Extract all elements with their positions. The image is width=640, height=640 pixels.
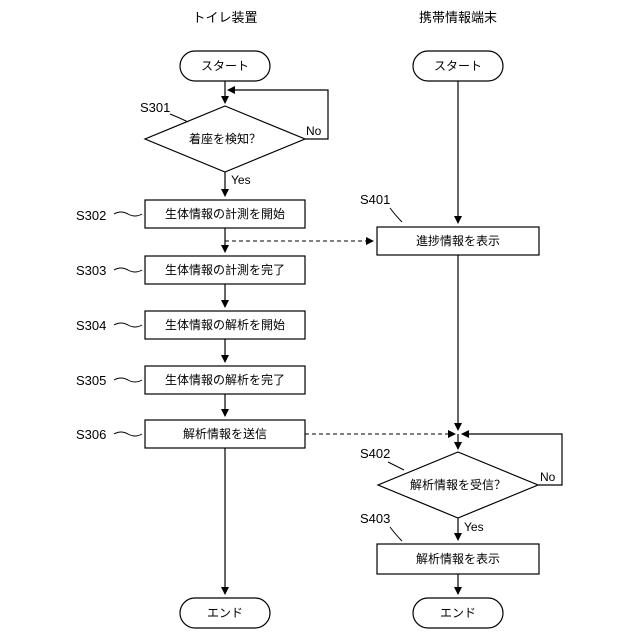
s401-label: S401 <box>360 192 390 207</box>
s306-leader <box>114 432 142 436</box>
s402-text: 解析情報を受信？ <box>410 478 506 492</box>
s301-leader <box>170 114 188 122</box>
s401-text: 進捗情報を表示 <box>416 234 500 248</box>
s303-text: 生体情報の計測を完了 <box>165 262 285 277</box>
right-lane-title: 携帯情報端末 <box>419 10 497 26</box>
s301-label: S301 <box>140 100 170 115</box>
s302-leader <box>114 212 142 216</box>
s402-yes: Yes <box>464 520 484 534</box>
s305-text: 生体情報の解析を完了 <box>165 372 285 387</box>
s302-label: S302 <box>76 208 106 223</box>
s403-leader <box>390 527 402 541</box>
s305-label: S305 <box>76 373 106 388</box>
left-end-text: エンド <box>207 606 243 620</box>
s303-leader <box>114 268 142 272</box>
s303-label: S303 <box>76 263 106 278</box>
s403-text: 解析情報を表示 <box>416 552 500 566</box>
s402-leader <box>388 462 404 470</box>
left-start-text: スタート <box>201 59 249 73</box>
s304-text: 生体情報の解析を開始 <box>165 318 285 332</box>
s301-text: 着座を検知？ <box>189 131 261 146</box>
s304-leader <box>114 323 142 327</box>
s302-text: 生体情報の計測を開始 <box>165 206 285 221</box>
s403-label: S403 <box>360 511 390 526</box>
s301-yes: Yes <box>231 173 251 187</box>
s304-label: S304 <box>76 318 106 333</box>
s305-leader <box>114 378 142 382</box>
s402-no: No <box>540 470 556 484</box>
s306-label: S306 <box>76 427 106 442</box>
right-end-text: エンド <box>440 606 476 620</box>
s301-no: No <box>306 124 322 138</box>
s402-label: S402 <box>360 446 390 461</box>
s401-leader <box>390 208 402 222</box>
s306-text: 解析情報を送信 <box>183 426 267 441</box>
right-start-text: スタート <box>434 59 482 73</box>
left-lane-title: トイレ装置 <box>192 11 257 26</box>
